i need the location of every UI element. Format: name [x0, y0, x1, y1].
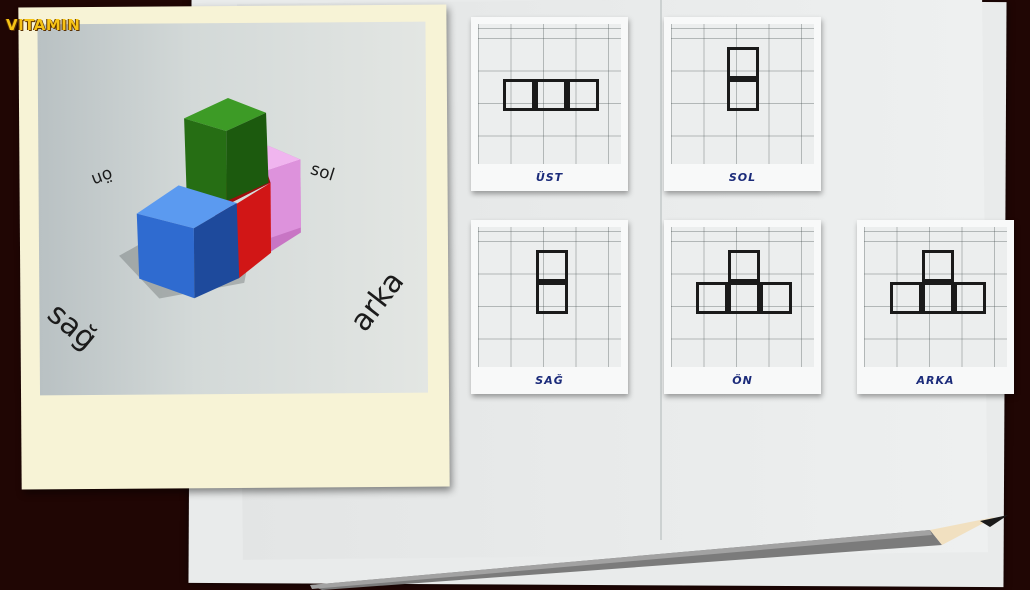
green-cube [184, 98, 269, 202]
view-label: ARKA [857, 367, 1014, 394]
grid-square [728, 282, 760, 314]
grid-square [890, 282, 922, 314]
view-grid [864, 227, 1007, 367]
cube-scene-photo: ön sol sağ arka [37, 22, 428, 396]
vitamin-logo: VITAMIN [6, 16, 80, 34]
view-card-sol[interactable]: SOL [664, 17, 821, 191]
scene-polaroid: ön sol sağ arka [18, 5, 449, 490]
background-paper-fold [660, 0, 662, 540]
blue-cube [137, 185, 240, 299]
view-card-arka[interactable]: ARKA [857, 220, 1014, 394]
grid-square [727, 47, 759, 79]
view-label: SAĞ [471, 367, 628, 394]
grid-square [696, 282, 728, 314]
view-card-ust[interactable]: ÜST [471, 17, 628, 191]
pencil-decoration [290, 505, 1030, 590]
grid-square [922, 282, 954, 314]
grid-square [536, 282, 568, 314]
view-grid [478, 227, 621, 367]
view-grid [478, 24, 621, 164]
grid-square [954, 282, 986, 314]
view-card-sag[interactable]: SAĞ [471, 220, 628, 394]
view-card-on[interactable]: ÖN [664, 220, 821, 394]
grid-square [536, 250, 568, 282]
view-grid [671, 227, 814, 367]
view-label: ÜST [471, 164, 628, 191]
grid-square [922, 250, 954, 282]
view-label: SOL [664, 164, 821, 191]
view-label: ÖN [664, 367, 821, 394]
grid-square [728, 250, 760, 282]
grid-square [760, 282, 792, 314]
grid-square [567, 79, 599, 111]
grid-square [535, 79, 567, 111]
grid-square [727, 79, 759, 111]
view-grid [671, 24, 814, 164]
grid-square [503, 79, 535, 111]
